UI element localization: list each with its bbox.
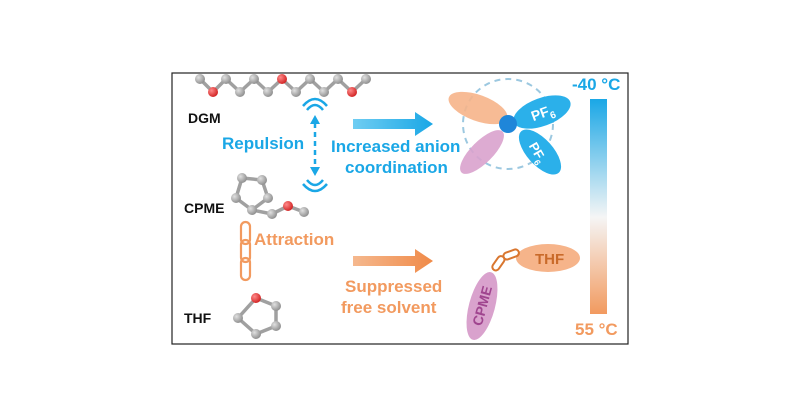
attraction-label: Attraction — [254, 230, 334, 249]
cpme-molecule — [231, 173, 309, 219]
thf-ellipse-label: THF — [535, 251, 564, 268]
dgm-label: DGM — [188, 110, 221, 126]
svg-text:PF6: PF6 — [523, 140, 549, 168]
attraction-icon — [239, 220, 252, 282]
thf-molecule — [233, 293, 281, 339]
effect-bottom-line2: free solvent — [341, 298, 437, 317]
effect-top-line2: coordination — [345, 158, 448, 177]
pf6-lower-label: PF — [526, 140, 547, 162]
purple-solvent-lobe — [460, 130, 504, 174]
dgm-molecule — [195, 74, 371, 97]
effect-bottom-line1: Suppressed — [345, 277, 442, 296]
pf6-upper-subscript: 6 — [549, 109, 558, 121]
thf-label: THF — [184, 310, 212, 326]
pf6-anion-lower — [518, 129, 562, 175]
temperature-gradient-bar — [590, 99, 607, 314]
coordination-cluster: PF6 PF6 — [448, 78, 571, 175]
temp-bottom-label: 55 °C — [575, 320, 618, 339]
thf-ellipse — [516, 244, 580, 272]
right-arrow-icon — [353, 112, 433, 136]
figure-frame — [171, 72, 629, 345]
orange-solvent-lobe — [448, 91, 508, 125]
cpme-label: CPME — [184, 200, 224, 216]
chain-link-icon — [491, 248, 520, 272]
cation-center — [499, 115, 517, 133]
right-arrow-icon — [353, 249, 433, 273]
repulsion-label: Repulsion — [222, 134, 304, 153]
pf6-upper-label: PF — [529, 103, 552, 124]
temp-top-label: -40 °C — [572, 75, 620, 94]
pf6-lower-subscript: 6 — [532, 158, 543, 167]
effect-top-line1: Increased anion — [331, 137, 460, 156]
cpme-ellipse — [466, 272, 498, 340]
svg-text:PF6: PF6 — [529, 101, 558, 128]
repulsion-icon — [302, 97, 328, 193]
pf6-anion-upper — [513, 95, 571, 129]
solvation-shell — [462, 78, 554, 170]
solvent-pair: THF CPME — [466, 244, 580, 340]
